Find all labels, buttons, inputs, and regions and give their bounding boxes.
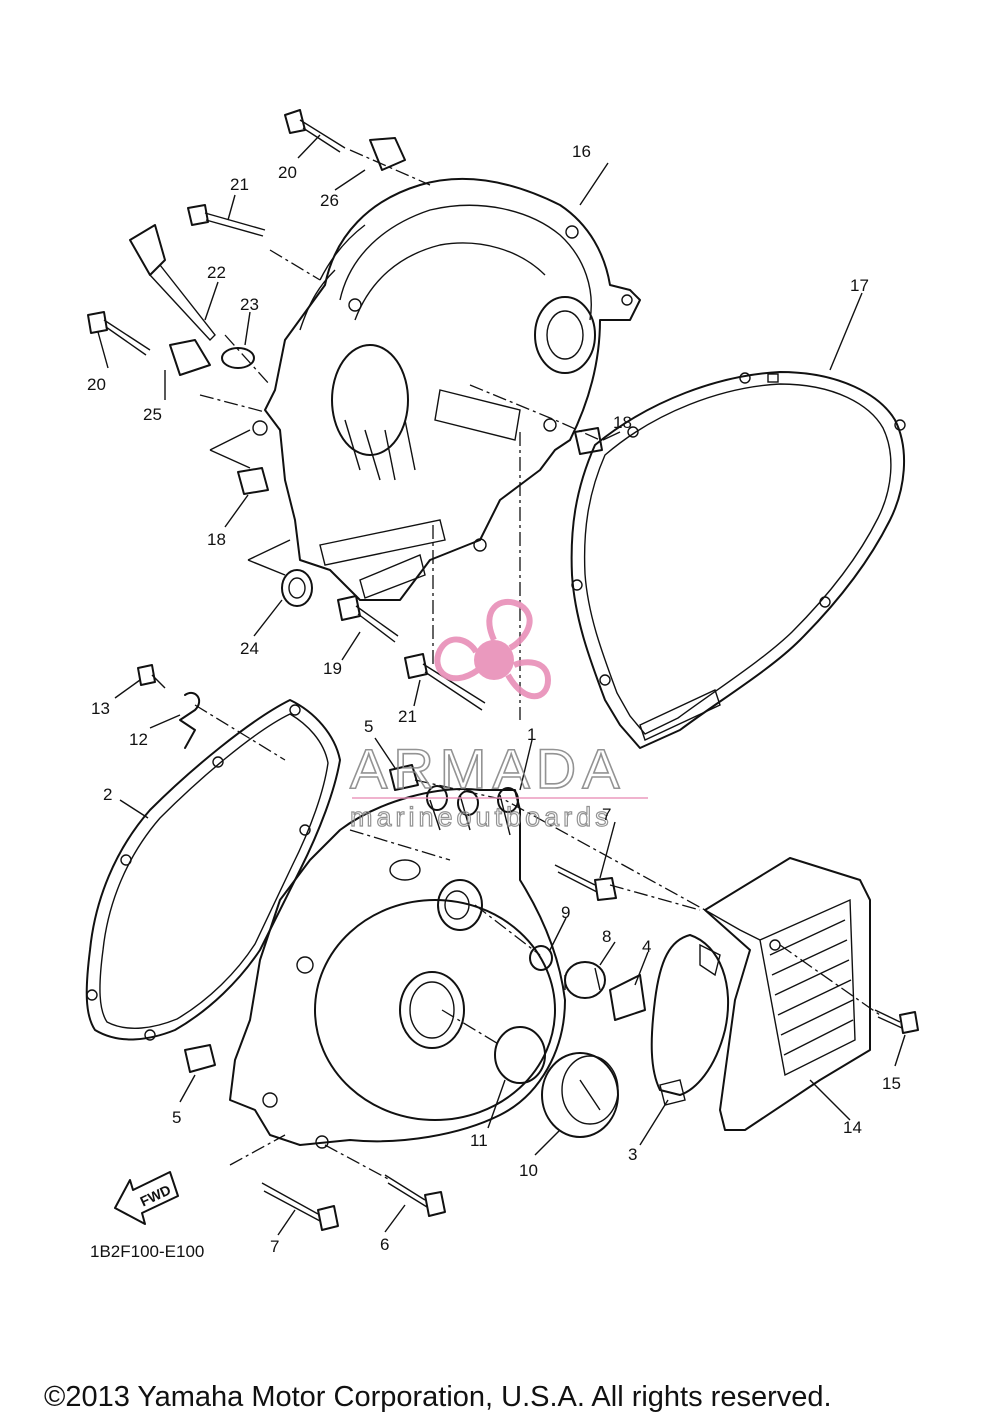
bolt-21-lower <box>404 653 486 711</box>
part-label-1: 1 <box>527 725 536 744</box>
dowel-18-left <box>237 467 269 495</box>
cover-14 <box>704 857 871 1131</box>
bolt-20-top <box>284 109 346 153</box>
part-label-19: 19 <box>323 659 342 678</box>
leader-lines <box>97 134 906 1236</box>
propeller-logo-icon <box>434 598 552 700</box>
part-label-16: 16 <box>572 142 591 161</box>
part-label-17: 17 <box>850 276 869 295</box>
part-label-20: 20 <box>278 163 297 182</box>
o-ring-9 <box>529 945 553 971</box>
part-label-25: 25 <box>143 405 162 424</box>
crankcase-cover-16 <box>252 177 641 601</box>
part-label-4: 4 <box>642 937 651 956</box>
part-label-26: 26 <box>320 191 339 210</box>
part-label-18: 18 <box>207 530 226 549</box>
part-label-20: 20 <box>87 375 106 394</box>
dipstick-22 <box>129 224 216 342</box>
plug-10 <box>541 1052 619 1138</box>
bolt-13 <box>137 664 166 689</box>
bolt-6 <box>384 1174 446 1217</box>
part-label-24: 24 <box>240 639 259 658</box>
bolt-7-lower <box>261 1182 339 1231</box>
part-label-10: 10 <box>519 1161 538 1180</box>
part-label-7: 7 <box>270 1237 279 1256</box>
gasket-2 <box>85 699 341 1041</box>
part-label-23: 23 <box>240 295 259 314</box>
part-label-22: 22 <box>207 263 226 282</box>
part-label-21: 21 <box>230 175 249 194</box>
part-label-5: 5 <box>172 1108 181 1127</box>
bolt-7-upper <box>554 864 617 901</box>
part-label-11: 11 <box>470 1131 488 1150</box>
watermark-brand: ARMADA <box>350 737 626 800</box>
watermark-tagline: marineoutboards <box>350 802 613 832</box>
bolt-21-top <box>187 204 266 237</box>
part-label-14: 14 <box>843 1118 862 1137</box>
diagram-code: 1B2F100-E100 <box>90 1242 204 1261</box>
bolt-15 <box>874 1009 919 1034</box>
damper-4 <box>609 974 646 1021</box>
part-label-15: 15 <box>882 1074 901 1093</box>
part-label-18: 18 <box>613 413 632 432</box>
dowel-5-lower <box>184 1044 216 1073</box>
plate-3 <box>650 934 730 1106</box>
clip-12 <box>179 691 201 749</box>
watermark: ARMADA marineoutboards <box>349 598 648 833</box>
part-label-9: 9 <box>561 903 570 922</box>
o-ring-23 <box>221 347 255 369</box>
dowel-5-upper <box>389 764 419 791</box>
o-ring-11 <box>494 1026 546 1084</box>
part-label-12: 12 <box>129 730 148 749</box>
bolt-20-mid <box>87 311 151 356</box>
part-label-2: 2 <box>103 785 112 804</box>
bolt-19 <box>337 595 399 643</box>
part-label-3: 3 <box>628 1145 637 1164</box>
part-label-13: 13 <box>91 699 110 718</box>
clamp-25 <box>169 339 211 376</box>
crankcase-cover-1 <box>229 785 566 1149</box>
part-label-8: 8 <box>602 927 611 946</box>
part-label-5: 5 <box>364 717 373 736</box>
part-labels: 1234556778910111213141516171818192020212… <box>87 142 901 1256</box>
dowel-18-right <box>574 427 603 455</box>
part-label-6: 6 <box>380 1235 389 1254</box>
fwd-arrow-icon: FWD <box>114 1171 179 1225</box>
plug-8 <box>564 961 606 999</box>
part-label-7: 7 <box>602 805 611 824</box>
part-label-21: 21 <box>398 707 417 726</box>
assembly-lines <box>194 149 881 1181</box>
gasket-17 <box>570 371 906 749</box>
clamp-26 <box>369 137 406 171</box>
copyright-footer: ©2013 Yamaha Motor Corporation, U.S.A. A… <box>44 1381 832 1413</box>
oil-seal-24 <box>281 569 313 607</box>
